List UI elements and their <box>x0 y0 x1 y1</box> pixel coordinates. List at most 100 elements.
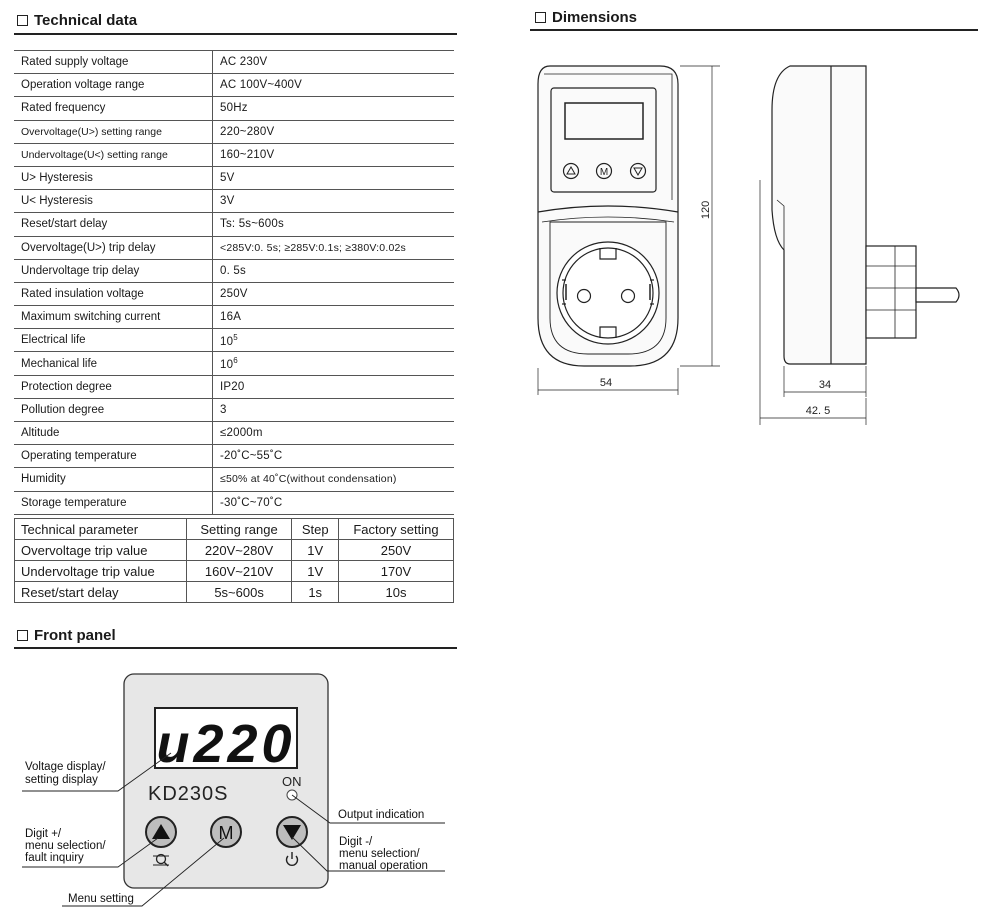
menu-button[interactable]: M <box>210 816 242 848</box>
tech-row: Operating temperature -20˚C~55˚C <box>14 444 454 468</box>
tech-value-text: -30˚C~70˚C <box>220 496 283 509</box>
tech-row: Reset/start delay Ts: 5s~600s <box>14 212 454 236</box>
tech-value-text: 0. 5s <box>220 264 246 277</box>
parameter-header-cell: Factory setting <box>337 518 455 540</box>
technical-data-heading: Technical data <box>17 12 137 29</box>
parameter-header-cell: Setting range <box>185 518 293 540</box>
parameter-cell: 1V <box>291 539 339 561</box>
tech-row: Overvoltage(U>) setting range 220~280V <box>14 119 454 144</box>
power-icon <box>285 852 299 866</box>
tech-value: -30˚C~70˚C <box>212 490 454 515</box>
tech-value: 160~210V <box>212 142 454 167</box>
tech-label: Maximum switching current <box>14 305 213 329</box>
parameter-cell: 170V <box>337 560 455 582</box>
tech-row: Overvoltage(U>) trip delay <285V:0. 5s; ≥… <box>14 235 454 260</box>
tech-value: 5V <box>212 165 454 190</box>
checkbox-square-icon <box>17 15 28 26</box>
heading-rule <box>14 647 457 649</box>
tech-value: <285V:0. 5s; ≥285V:0.1s; ≥380V:0.02s <box>212 235 454 260</box>
parameter-cell: 5s~600s <box>185 581 293 603</box>
fault-inquiry-icon <box>153 853 169 867</box>
tech-value: ≤2000m <box>212 420 454 445</box>
tech-row: Humidity ≤50% at 40˚C(without condensatio… <box>14 467 454 492</box>
tech-value: 3 <box>212 397 454 422</box>
depth-body-dimension <box>783 366 867 397</box>
tech-value-text: <285V:0. 5s; ≥285V:0.1s; ≥380V:0.02s <box>220 241 406 254</box>
parameter-cell: 250V <box>337 539 455 561</box>
tech-value-text: 220~280V <box>220 125 275 138</box>
callout-voltage-display-line2: setting display <box>25 774 98 786</box>
tech-label: Rated frequency <box>14 96 213 121</box>
tech-value-text: Ts: 5s~600s <box>220 218 284 231</box>
parameter-cell: Overvoltage trip value <box>14 539 187 561</box>
front-view: M <box>537 65 679 367</box>
svg-text:M: M <box>600 167 608 178</box>
tech-row: Maximum switching current 16A <box>14 305 454 329</box>
callout-output-indication: Output indication <box>338 809 424 821</box>
tech-label: Humidity <box>14 467 213 492</box>
down-arrow-icon <box>283 825 301 840</box>
tech-row: Altitude≤2000m <box>14 420 454 445</box>
depth-total-label: 42. 5 <box>806 405 830 417</box>
depth-body-label: 34 <box>819 379 831 391</box>
parameter-cell: 160V~210V <box>185 560 293 582</box>
model-label: KD230S <box>148 783 229 805</box>
tech-label: Rated insulation voltage <box>14 281 213 306</box>
dimensions-title: Dimensions <box>552 9 638 26</box>
tech-value: 105 <box>212 328 454 352</box>
tech-label: Electrical life <box>14 328 213 352</box>
tech-value-text: IP20 <box>220 380 245 393</box>
tech-value-text: AC 230V <box>220 56 268 69</box>
height-dimension-label: 120 <box>700 201 712 219</box>
tech-label: Undervoltage(U<) setting range <box>14 142 213 167</box>
tech-value-text: 250V <box>220 287 248 300</box>
tech-label: U< Hysteresis <box>14 189 213 213</box>
digit-minus-button[interactable] <box>276 816 308 848</box>
tech-value: 50Hz <box>212 96 454 121</box>
tech-value: 250V <box>212 281 454 306</box>
tech-label: Operating temperature <box>14 444 213 468</box>
width-dimension-label: 54 <box>600 377 612 389</box>
tech-value-text: 10 <box>220 358 234 371</box>
tech-label: Overvoltage(U>) setting range <box>14 119 213 144</box>
front-panel-diagram: u220 KD230S ON M Voltage display/ settin… <box>22 673 445 907</box>
tech-value-text: 3 <box>220 403 227 416</box>
tech-row: Mechanical life 106 <box>14 351 454 376</box>
callout-lines <box>22 752 445 907</box>
lcd-display <box>154 707 298 769</box>
tech-label: Pollution degree <box>14 397 213 422</box>
display-value: u220 <box>156 714 295 774</box>
callout-digit-plus-line1: Digit +/ <box>25 828 62 840</box>
parameter-header-cell: Step <box>291 518 339 540</box>
tech-label: Overvoltage(U>) trip delay <box>14 235 213 260</box>
up-arrow-icon <box>152 824 170 839</box>
parameter-cell: 1s <box>291 581 339 603</box>
tech-label: Reset/start delay <box>14 212 213 236</box>
tech-value-text: 16A <box>220 311 242 324</box>
tech-value-text: 5V <box>220 172 235 185</box>
tech-value-text: -20˚C~55˚C <box>220 450 283 463</box>
tech-label: Mechanical life <box>14 351 213 376</box>
technical-data-title: Technical data <box>34 12 138 29</box>
dimensions-drawing: M 120 54 <box>537 65 960 425</box>
tech-value-text: ≤50% at 40˚C(without condensation) <box>220 473 397 486</box>
heading-rule <box>530 29 978 31</box>
callout-digit-minus-line2: menu selection/ <box>339 848 420 860</box>
tech-label: Storage temperature <box>14 490 213 515</box>
tech-value-exponent: 6 <box>233 356 238 366</box>
side-view <box>771 65 960 365</box>
digit-plus-button[interactable] <box>145 816 177 848</box>
tech-value: 3V <box>212 189 454 213</box>
callout-digit-plus-line3: fault inquiry <box>25 852 84 864</box>
tech-label: Operation voltage range <box>14 73 213 97</box>
callout-digit-minus-line3: manual operation <box>339 860 428 872</box>
callout-digit-minus-line1: Digit -/ <box>339 836 373 848</box>
